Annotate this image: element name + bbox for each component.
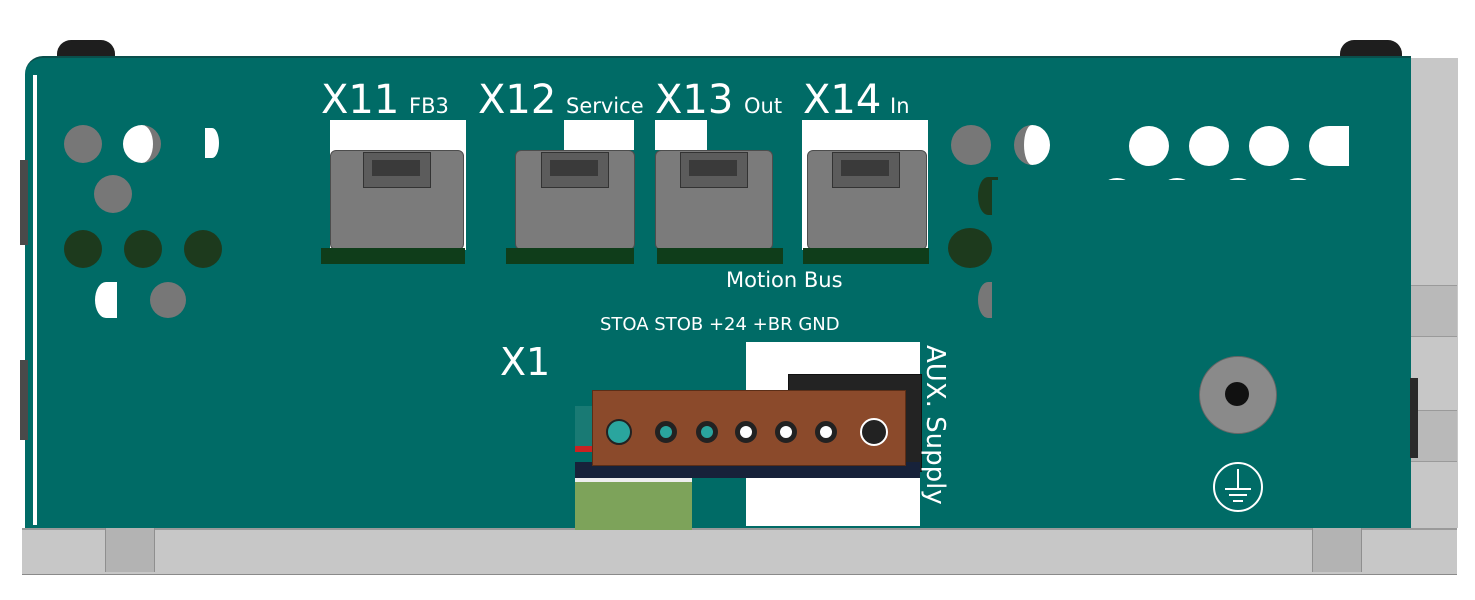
port-x14-connector[interactable] (807, 150, 927, 250)
x1-pin-2 (655, 421, 677, 443)
port-x13-cutout (655, 120, 707, 150)
port-x11-label: X11 (321, 77, 400, 123)
vent-hole (1189, 126, 1229, 166)
x1-pin-7 (860, 418, 888, 446)
port-x14-sublabel: In (890, 94, 910, 118)
vent-hole (948, 228, 992, 268)
right-bracket-band-1 (1410, 285, 1457, 337)
aux-supply-label: AUX. Supply (920, 345, 950, 505)
ground-stud-center (1225, 382, 1249, 406)
port-x12-cutout (564, 120, 634, 150)
panel-left-clip-top (20, 160, 28, 245)
port-x14-latch-inner (841, 160, 889, 176)
vent-hole (94, 175, 132, 213)
port-x13-pcb (657, 248, 783, 264)
x1-pin-5 (775, 421, 797, 443)
vent-hole (1249, 126, 1289, 166)
bottom-rail (22, 528, 1457, 575)
port-x12-pcb (506, 248, 634, 264)
x1-green-block (575, 478, 692, 530)
port-x13-latch-inner (689, 160, 737, 176)
port-x12-latch-inner (550, 160, 598, 176)
x1-pin-3 (696, 421, 718, 443)
panel-left-clip-bottom (20, 360, 28, 440)
rail-foot-right (1312, 528, 1362, 572)
port-x14-label: X14 (803, 77, 882, 123)
port-x13-label: X13 (655, 77, 734, 123)
vent-hole (123, 125, 161, 163)
vent-hole (64, 230, 102, 268)
x1-label: X1 (500, 340, 551, 384)
vent-hole (95, 282, 117, 318)
vent-hole (124, 230, 162, 268)
ground-symbol-icon (1213, 462, 1263, 512)
vent-hole (205, 128, 219, 158)
x1-pin-4 (735, 421, 757, 443)
vent-hole (1309, 126, 1349, 166)
port-x11-latch-inner (372, 160, 420, 176)
vent-hole (1129, 126, 1169, 166)
port-x12-label: X12 (478, 77, 557, 123)
panel-left-edge (33, 75, 37, 525)
vent-hole (951, 125, 991, 165)
panel-right-section-top (992, 58, 1410, 180)
x1-pin-1 (606, 419, 632, 445)
panel-right-section (992, 180, 1410, 525)
rail-foot-left (105, 528, 155, 572)
vent-hole (64, 125, 102, 163)
vent-hole (150, 282, 186, 318)
port-x11-sublabel: FB3 (409, 94, 449, 118)
motion-bus-label: Motion Bus (726, 268, 843, 292)
x1-pin-labels: STOA STOB +24 +BR GND (600, 314, 840, 335)
x1-pin-6 (815, 421, 837, 443)
vent-hole (1014, 125, 1050, 165)
panel-right-clip (1408, 378, 1418, 458)
port-x13-sublabel: Out (744, 94, 783, 118)
port-x12-sublabel: Service (566, 94, 644, 118)
x1-side-clip (575, 406, 595, 446)
port-x11-pcb (321, 248, 465, 264)
x1-side-wire (575, 446, 595, 452)
vent-hole (184, 230, 222, 268)
port-x14-pcb (803, 248, 929, 264)
aux-connector-pcb (575, 462, 920, 478)
